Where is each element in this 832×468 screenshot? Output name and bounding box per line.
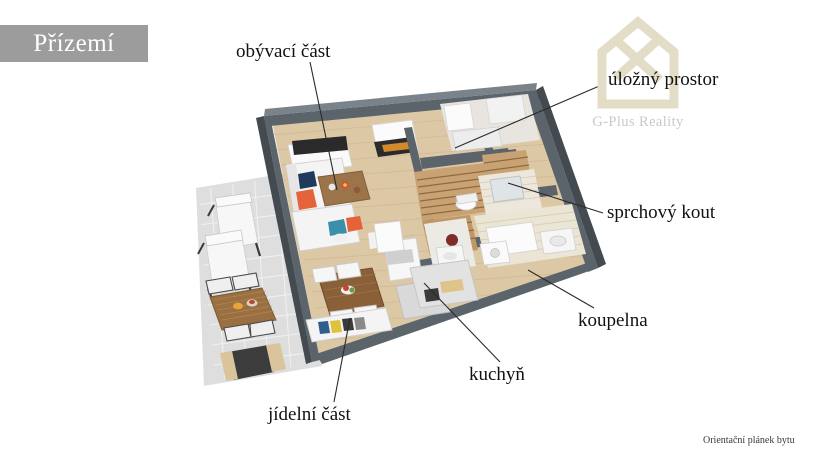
footer-disclaimer: Orientační plánek bytu — [703, 435, 795, 446]
leader-jidelni — [333, 317, 351, 403]
callout-label-storage: úložný prostor — [608, 69, 719, 90]
exterior-walls — [256, 83, 606, 364]
leader-kuchyn — [423, 282, 501, 363]
wc-room — [424, 218, 476, 272]
callout-label-dining: jídelní část — [268, 404, 351, 425]
shower-enclosure — [455, 169, 542, 215]
callout-label-living-area: obývací část — [236, 41, 331, 62]
leader-obyvaci — [309, 61, 338, 191]
bathroom — [474, 204, 586, 268]
kitchen — [373, 220, 479, 320]
leader-ulozny — [454, 83, 605, 149]
living-area-furniture — [285, 119, 419, 252]
callout-leader-lines — [309, 61, 605, 403]
floor-lamp — [333, 233, 347, 243]
leader-sprchovy — [507, 182, 604, 214]
callout-label-bathroom: koupelna — [578, 310, 648, 331]
page-title: Přízemí — [33, 30, 115, 57]
terrace-mat — [220, 343, 286, 381]
round-mirror — [446, 234, 458, 246]
leader-koupelna — [527, 269, 595, 309]
toilet — [455, 192, 479, 211]
outdoor-dining-set — [205, 272, 277, 342]
callout-label-kitchen: kuchyň — [469, 364, 525, 385]
coffee-table — [317, 170, 371, 207]
callout-label-shower: sprchový kout — [607, 202, 716, 223]
floor-title-banner: Přízemí — [0, 25, 148, 62]
